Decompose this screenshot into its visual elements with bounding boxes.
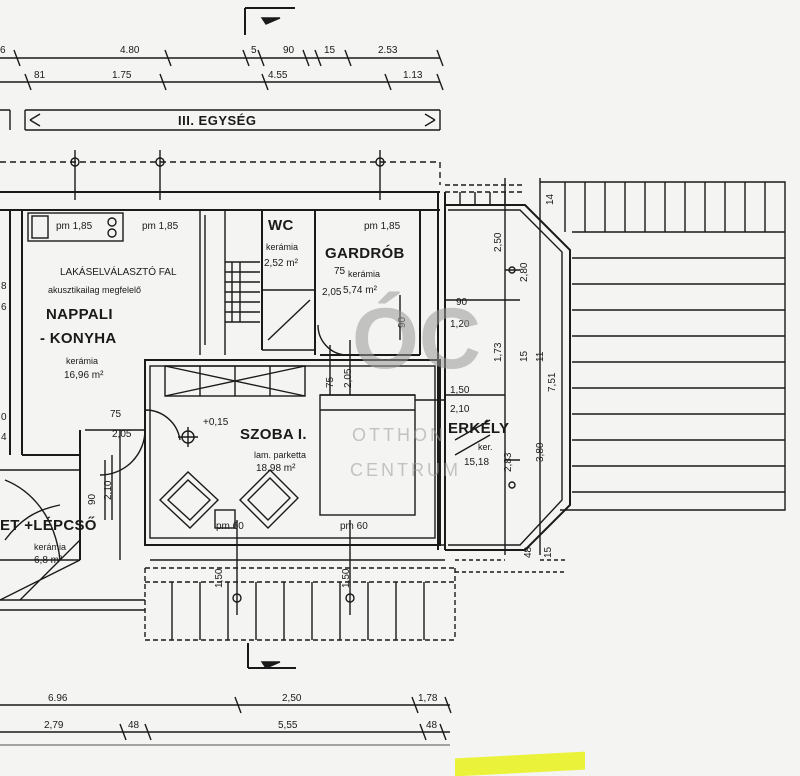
- room-gardrob-area: 5,74 m²: [343, 285, 377, 296]
- top-dim-3: 5: [251, 45, 257, 56]
- wall-note-line1: LAKÁSELVÁLASZTÓ FAL: [60, 267, 177, 278]
- room-wc-floor: kerámia: [266, 242, 299, 252]
- top-dim-5: 15: [324, 45, 336, 56]
- level-mark: +0,15: [203, 417, 229, 428]
- room-wc-name: WC: [268, 217, 294, 234]
- dim-150-b: 1,50: [214, 568, 225, 588]
- room-gardrob-floor: kerámia: [348, 269, 381, 279]
- pm-label-5: pm 60: [340, 521, 368, 532]
- dim-door-75-a: 75: [334, 266, 346, 277]
- bottom-dim-2: 2,50: [282, 693, 302, 704]
- watermark-line1: OTTHON: [352, 425, 446, 445]
- dim-right-15b: 15: [543, 546, 554, 558]
- room-nappali-area: 16,96 m²: [64, 370, 104, 381]
- unit-label: III. EGYSÉG: [178, 113, 257, 128]
- dim-right-11: 11: [535, 351, 546, 362]
- watermark-line2: CENTRUM: [350, 460, 461, 480]
- room-erkely-name: ERKÉLY: [448, 420, 510, 437]
- room-wc-area: 2,52 m²: [264, 258, 298, 269]
- dim-right-173: 1,73: [493, 342, 504, 362]
- room-lepcso-name: ET +LÉPCSŐ: [0, 517, 97, 534]
- bottom-dim-3: 1,78: [418, 693, 438, 704]
- dim-right-751: 7,51: [547, 372, 558, 392]
- room-erkely-floor: ker.: [478, 442, 493, 452]
- dim-right-380: 3,80: [535, 442, 546, 462]
- room-lepcso-area: 6,8 m²: [34, 555, 63, 566]
- wall-note-line2: akusztikailag megfelelő: [48, 285, 142, 295]
- side-num-6: 6: [1, 302, 7, 313]
- room-szoba-area: 18,98 m²: [256, 463, 296, 474]
- pm-label-1: pm 1,85: [56, 221, 93, 232]
- top-dim-1: 6: [0, 45, 6, 56]
- top-dim-8: 1.75: [112, 70, 132, 81]
- top-dim-9: 4.55: [268, 70, 288, 81]
- side-num-8: 8: [1, 281, 7, 292]
- dim-90-b: 90: [87, 493, 98, 505]
- top-dim-10: 1.13: [403, 70, 423, 81]
- top-dim-7: 81: [34, 70, 46, 81]
- dim-right-250: 2,50: [493, 232, 504, 252]
- dim-right-280: 2,80: [519, 262, 530, 282]
- room-lepcso-floor: kerámia: [34, 542, 67, 552]
- bottom-dim-7: 48: [426, 720, 438, 731]
- side-num-0: 0: [1, 412, 7, 423]
- room-nappali-name: NAPPALI: [46, 306, 113, 323]
- bottom-dim-5: 48: [128, 720, 140, 731]
- dim-150-a: 1,50: [450, 385, 470, 396]
- pm-label-2: pm 1,85: [142, 221, 179, 232]
- room-szoba-name: SZOBA I.: [240, 426, 307, 443]
- dim-210-b: 2,10: [450, 404, 470, 415]
- top-dim-2: 4.80: [120, 45, 140, 56]
- top-dim-4: 90: [283, 45, 295, 56]
- dim-75-c: 75: [325, 376, 336, 388]
- dim-door-205-a: 2,05: [322, 287, 342, 298]
- dim-150-c: 1,50: [341, 568, 352, 588]
- bottom-dim-4: 2,79: [44, 720, 64, 731]
- bottom-dim-6: 5,55: [278, 720, 298, 731]
- room-erkely-area: 15,18: [464, 457, 490, 468]
- dim-right-15: 15: [519, 350, 530, 362]
- side-num-4: 4: [1, 432, 7, 443]
- dim-90-c: 90: [456, 297, 468, 308]
- room-nappali-floor: kerámia: [66, 356, 99, 366]
- top-dim-6: 2.53: [378, 45, 398, 56]
- dim-right-14: 14: [545, 193, 556, 205]
- room-szoba-floor: lam. parketta: [254, 450, 307, 460]
- dim-door-205-b: 2,05: [112, 429, 132, 440]
- dim-door-75-b: 75: [110, 409, 122, 420]
- pm-label-4: pm 60: [216, 521, 244, 532]
- dim-120: 1,20: [450, 319, 470, 330]
- dim-210-a: 2,10: [103, 480, 114, 500]
- dim-right-283: 2,83: [503, 452, 514, 472]
- watermark-logo: ÓC: [352, 291, 481, 387]
- pm-label-3: pm 1,85: [364, 221, 401, 232]
- dim-right-48: 48: [523, 546, 534, 558]
- room-konyha-name: - KONYHA: [40, 330, 117, 347]
- bottom-dim-1: 6.96: [48, 693, 68, 704]
- room-gardrob-name: GARDRÓB: [325, 245, 405, 262]
